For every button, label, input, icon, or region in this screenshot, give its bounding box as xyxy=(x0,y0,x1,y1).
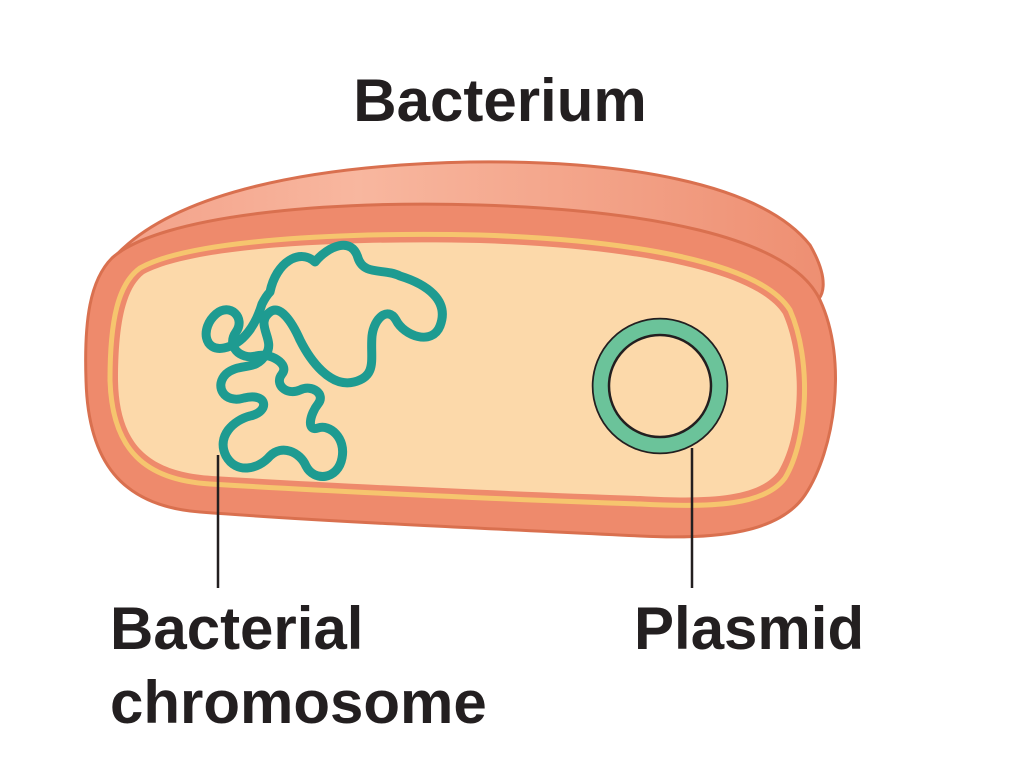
chromosome-label-line2: chromosome xyxy=(110,669,487,736)
plasmid-label: Plasmid xyxy=(634,595,865,662)
plasmid-ring xyxy=(591,317,729,455)
chromosome-label: Bacterial chromosome xyxy=(110,592,487,740)
diagram-title: Bacterium xyxy=(353,67,647,134)
bacterial-chromosome xyxy=(201,240,447,481)
plasmid-ring-inner xyxy=(607,333,713,439)
inner-membrane xyxy=(107,231,808,508)
plasmid xyxy=(593,319,727,453)
chromosome-label-line1: Bacterial xyxy=(110,595,364,662)
